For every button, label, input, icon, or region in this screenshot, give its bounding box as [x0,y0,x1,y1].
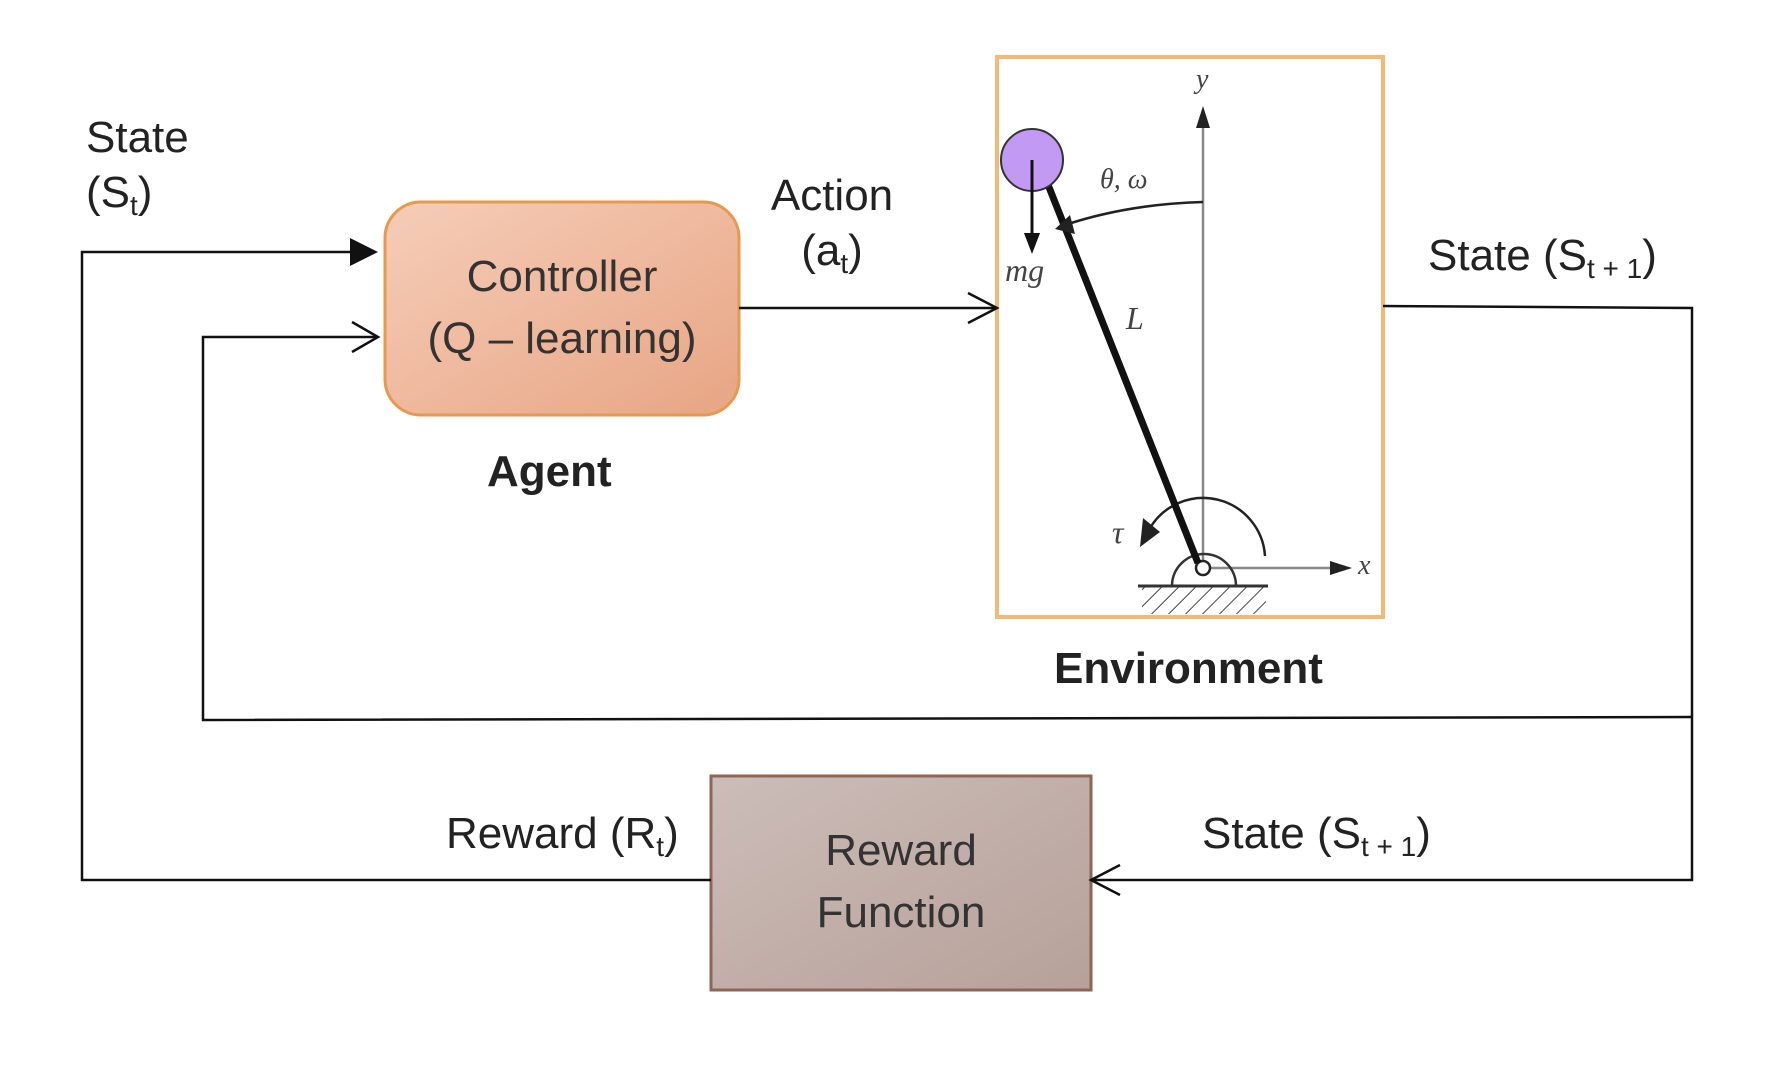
pendulum-angle-label: θ, ω [1100,164,1148,195]
reward-feedback-line [80,250,711,882]
pendulum-y-label: y [1196,64,1209,95]
action-arrowhead [967,291,1000,325]
pendulum-x-label: x [1358,550,1371,581]
reward-input-arrowhead [1088,863,1121,897]
state-in-label: State (St) [86,110,189,220]
environment-caption: Environment [1054,644,1323,693]
state-feedback-line [201,335,1693,722]
pendulum-torque-label: τ [1112,514,1124,550]
state-next-label-top: State (St + 1) [1428,231,1657,284]
reward-function-box [709,774,1093,992]
agent-caption: Agent [487,447,612,496]
state-feedback-arrowhead [351,320,381,354]
reward-label: Reward (Rt) [446,809,679,862]
reward-box-line1: Reward [825,826,977,875]
action-word: Action [770,171,894,220]
state-next-line [1091,304,1694,882]
state-in-word: State [86,113,189,162]
action-label: Action (at) [752,168,912,278]
state-in-symbol: (St) [86,168,153,221]
state-next-label-bottom: State (St + 1) [1202,809,1431,862]
connector-lines [80,250,1694,882]
agent-box-label: Controller (Q – learning) [385,246,739,369]
agent-box-line1: Controller [466,252,658,301]
agent-box-line2: (Q – learning) [427,313,697,363]
pendulum-length-label: L [1126,300,1144,336]
state-in-arrowhead [350,238,378,266]
action-symbol: (at) [801,226,863,279]
reward-box-line2: Function [816,887,986,937]
reward-box-label: Reward Function [711,820,1091,943]
pendulum-rod [1039,170,1202,565]
pendulum-illustration [1000,106,1352,614]
pendulum-weight-label: mg [1005,252,1045,288]
